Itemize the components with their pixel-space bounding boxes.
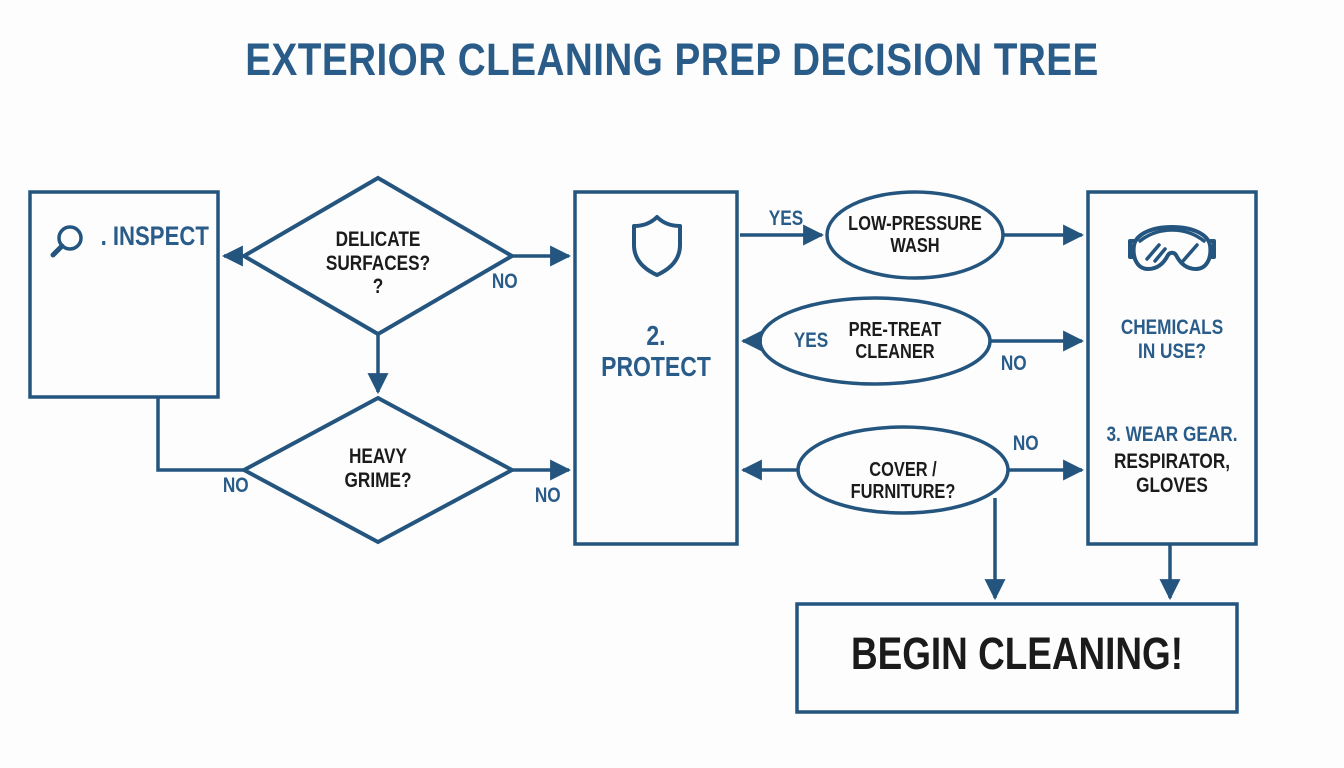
shape-heavy-grime-diamond[interactable] [239,395,517,545]
edge-label-pre-treat-no: NO [1000,352,1027,375]
edge-label-heavy-grime-no: NO [534,484,561,507]
edge-label-pre-treat-yes: YES [793,329,829,352]
shape-delicate-surfaces-diamond[interactable] [240,175,516,337]
edge-label-delicate-no: NO [491,270,518,293]
shape-cover-furniture-ellipse[interactable] [796,425,1010,515]
page-title: EXTERIOR CLEANING PREP DECISION TREE [245,34,1099,85]
edge-label-low-pressure-yes: YES [768,207,804,230]
edge-label-inspect-no: NO [222,474,249,497]
shape-wear-gear-box[interactable] [1086,190,1258,546]
shape-low-pressure-wash-ellipse[interactable] [825,190,1005,280]
edge-inspect-to-heavy-grime [156,397,244,472]
edge-label-cover-no: NO [1012,432,1039,455]
shape-begin-cleaning-box[interactable] [795,602,1239,714]
shape-inspect-box[interactable] [28,190,220,399]
shape-protect-box[interactable] [573,190,739,546]
